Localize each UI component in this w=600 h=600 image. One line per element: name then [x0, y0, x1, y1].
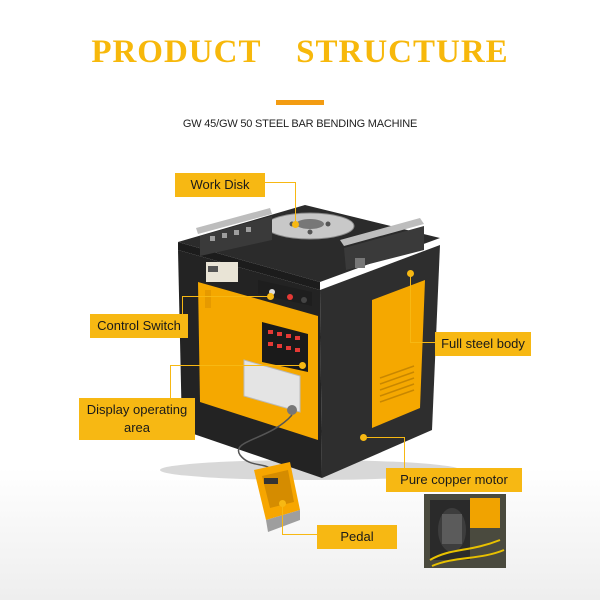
- callout-pure-copper-motor: Pure copper motor: [386, 468, 522, 492]
- callout-control-switch: Control Switch: [90, 314, 188, 338]
- callout-work-disk: Work Disk: [175, 173, 265, 197]
- callout-full-steel-body: Full steel body: [435, 332, 531, 356]
- leader-pedal: [282, 534, 317, 535]
- leader-pure-copper-motor-vertical: [404, 437, 405, 468]
- leader-full-steel-body: [410, 274, 411, 342]
- leader-pedal-vertical: [282, 504, 283, 535]
- marker-pure-copper-motor: [360, 434, 367, 441]
- marker-pedal: [279, 500, 286, 507]
- leader-display-operating-area: [170, 365, 171, 398]
- leader-control-switch-horizontal: [182, 296, 270, 297]
- callout-pedal: Pedal: [317, 525, 397, 549]
- callout-display-operating-area: Display operating area: [79, 398, 195, 440]
- page-title: PRODUCT STRUCTURE: [91, 34, 509, 70]
- leader-display-operating-area-horizontal: [170, 365, 303, 366]
- marker-full-steel-body: [407, 270, 414, 277]
- marker-work-disk: [292, 221, 299, 228]
- leader-full-steel-body-horizontal: [410, 342, 435, 343]
- marker-display-operating-area: [299, 362, 306, 369]
- title-underline: [276, 100, 324, 105]
- marker-control-switch: [267, 293, 274, 300]
- leader-work-disk-vertical: [295, 182, 296, 224]
- leader-pure-copper-motor: [364, 437, 405, 438]
- page-subtitle: GW 45/GW 50 STEEL BAR BENDING MACHINE: [182, 118, 418, 130]
- leader-control-switch: [182, 296, 183, 314]
- leader-work-disk: [265, 182, 296, 183]
